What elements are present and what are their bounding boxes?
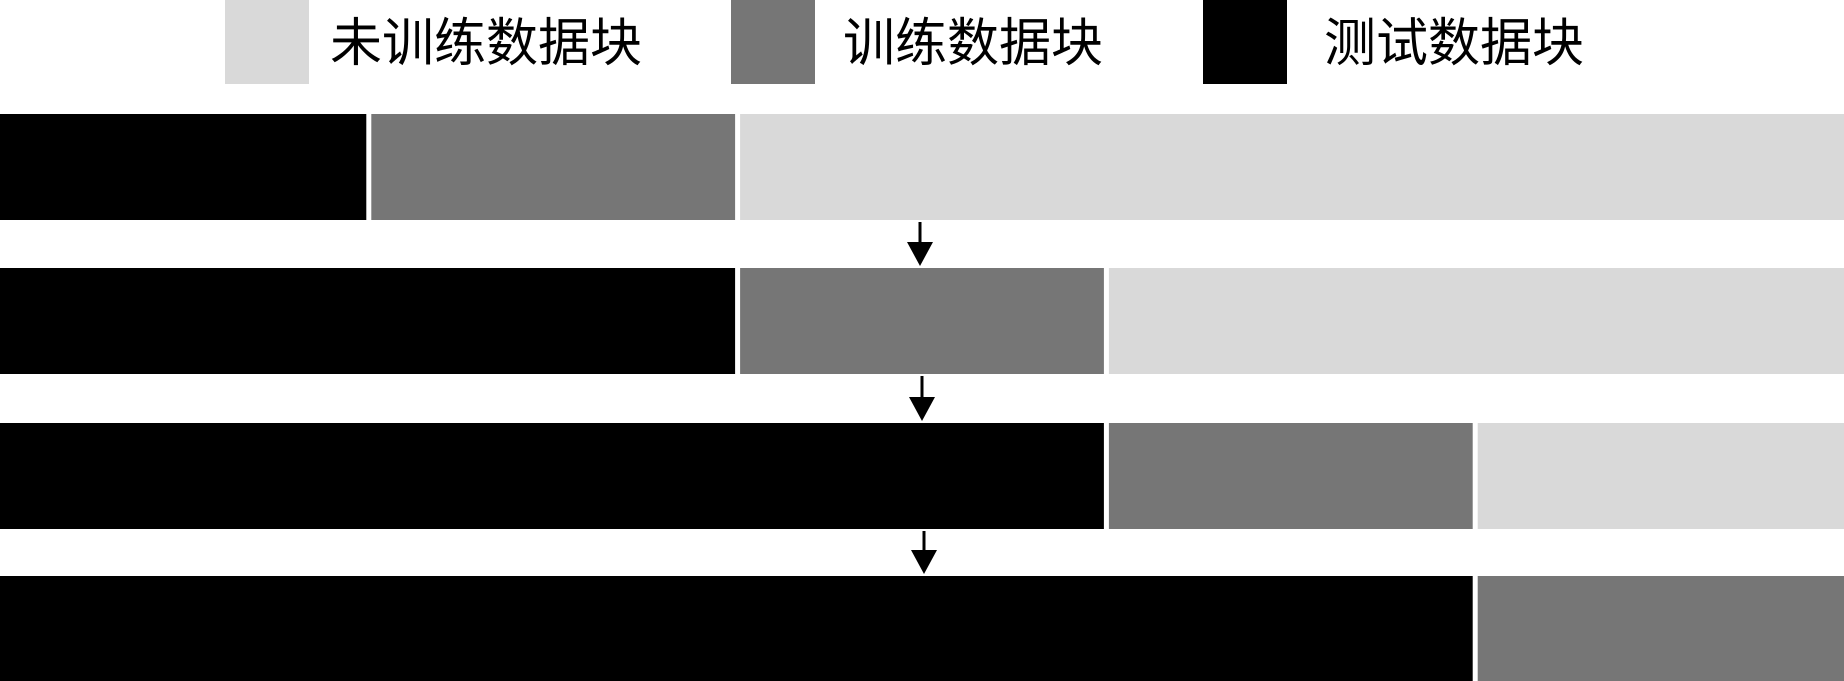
test-label: 测试数据块: [1324, 14, 1585, 74]
row-1-untrained-segment: [740, 114, 1844, 220]
row-2-untrained-segment: [1108, 268, 1844, 374]
arrow-down-icon: [911, 531, 937, 574]
arrow-down-icon: [907, 222, 933, 266]
row-3-test-segment: [0, 423, 1104, 529]
row-3-untrained-segment: [1477, 423, 1844, 529]
training-label: 训练数据块: [843, 14, 1104, 74]
row-2-test-segment: [0, 268, 736, 374]
untrained-swatch: [225, 0, 309, 84]
row-3-training-segment: [1108, 423, 1473, 529]
legend: 未训练数据块 训练数据块 测试数据块: [0, 0, 1844, 84]
row-1-training-segment: [371, 114, 736, 220]
row-2-training-segment: [740, 268, 1104, 374]
row-4-training-segment: [1477, 576, 1844, 681]
training-swatch: [731, 0, 815, 84]
test-swatch: [1203, 0, 1287, 84]
row-1-test-segment: [0, 114, 367, 220]
untrained-label: 未训练数据块: [330, 14, 643, 74]
arrow-down-icon: [909, 376, 935, 421]
row-4-test-segment: [0, 576, 1473, 681]
